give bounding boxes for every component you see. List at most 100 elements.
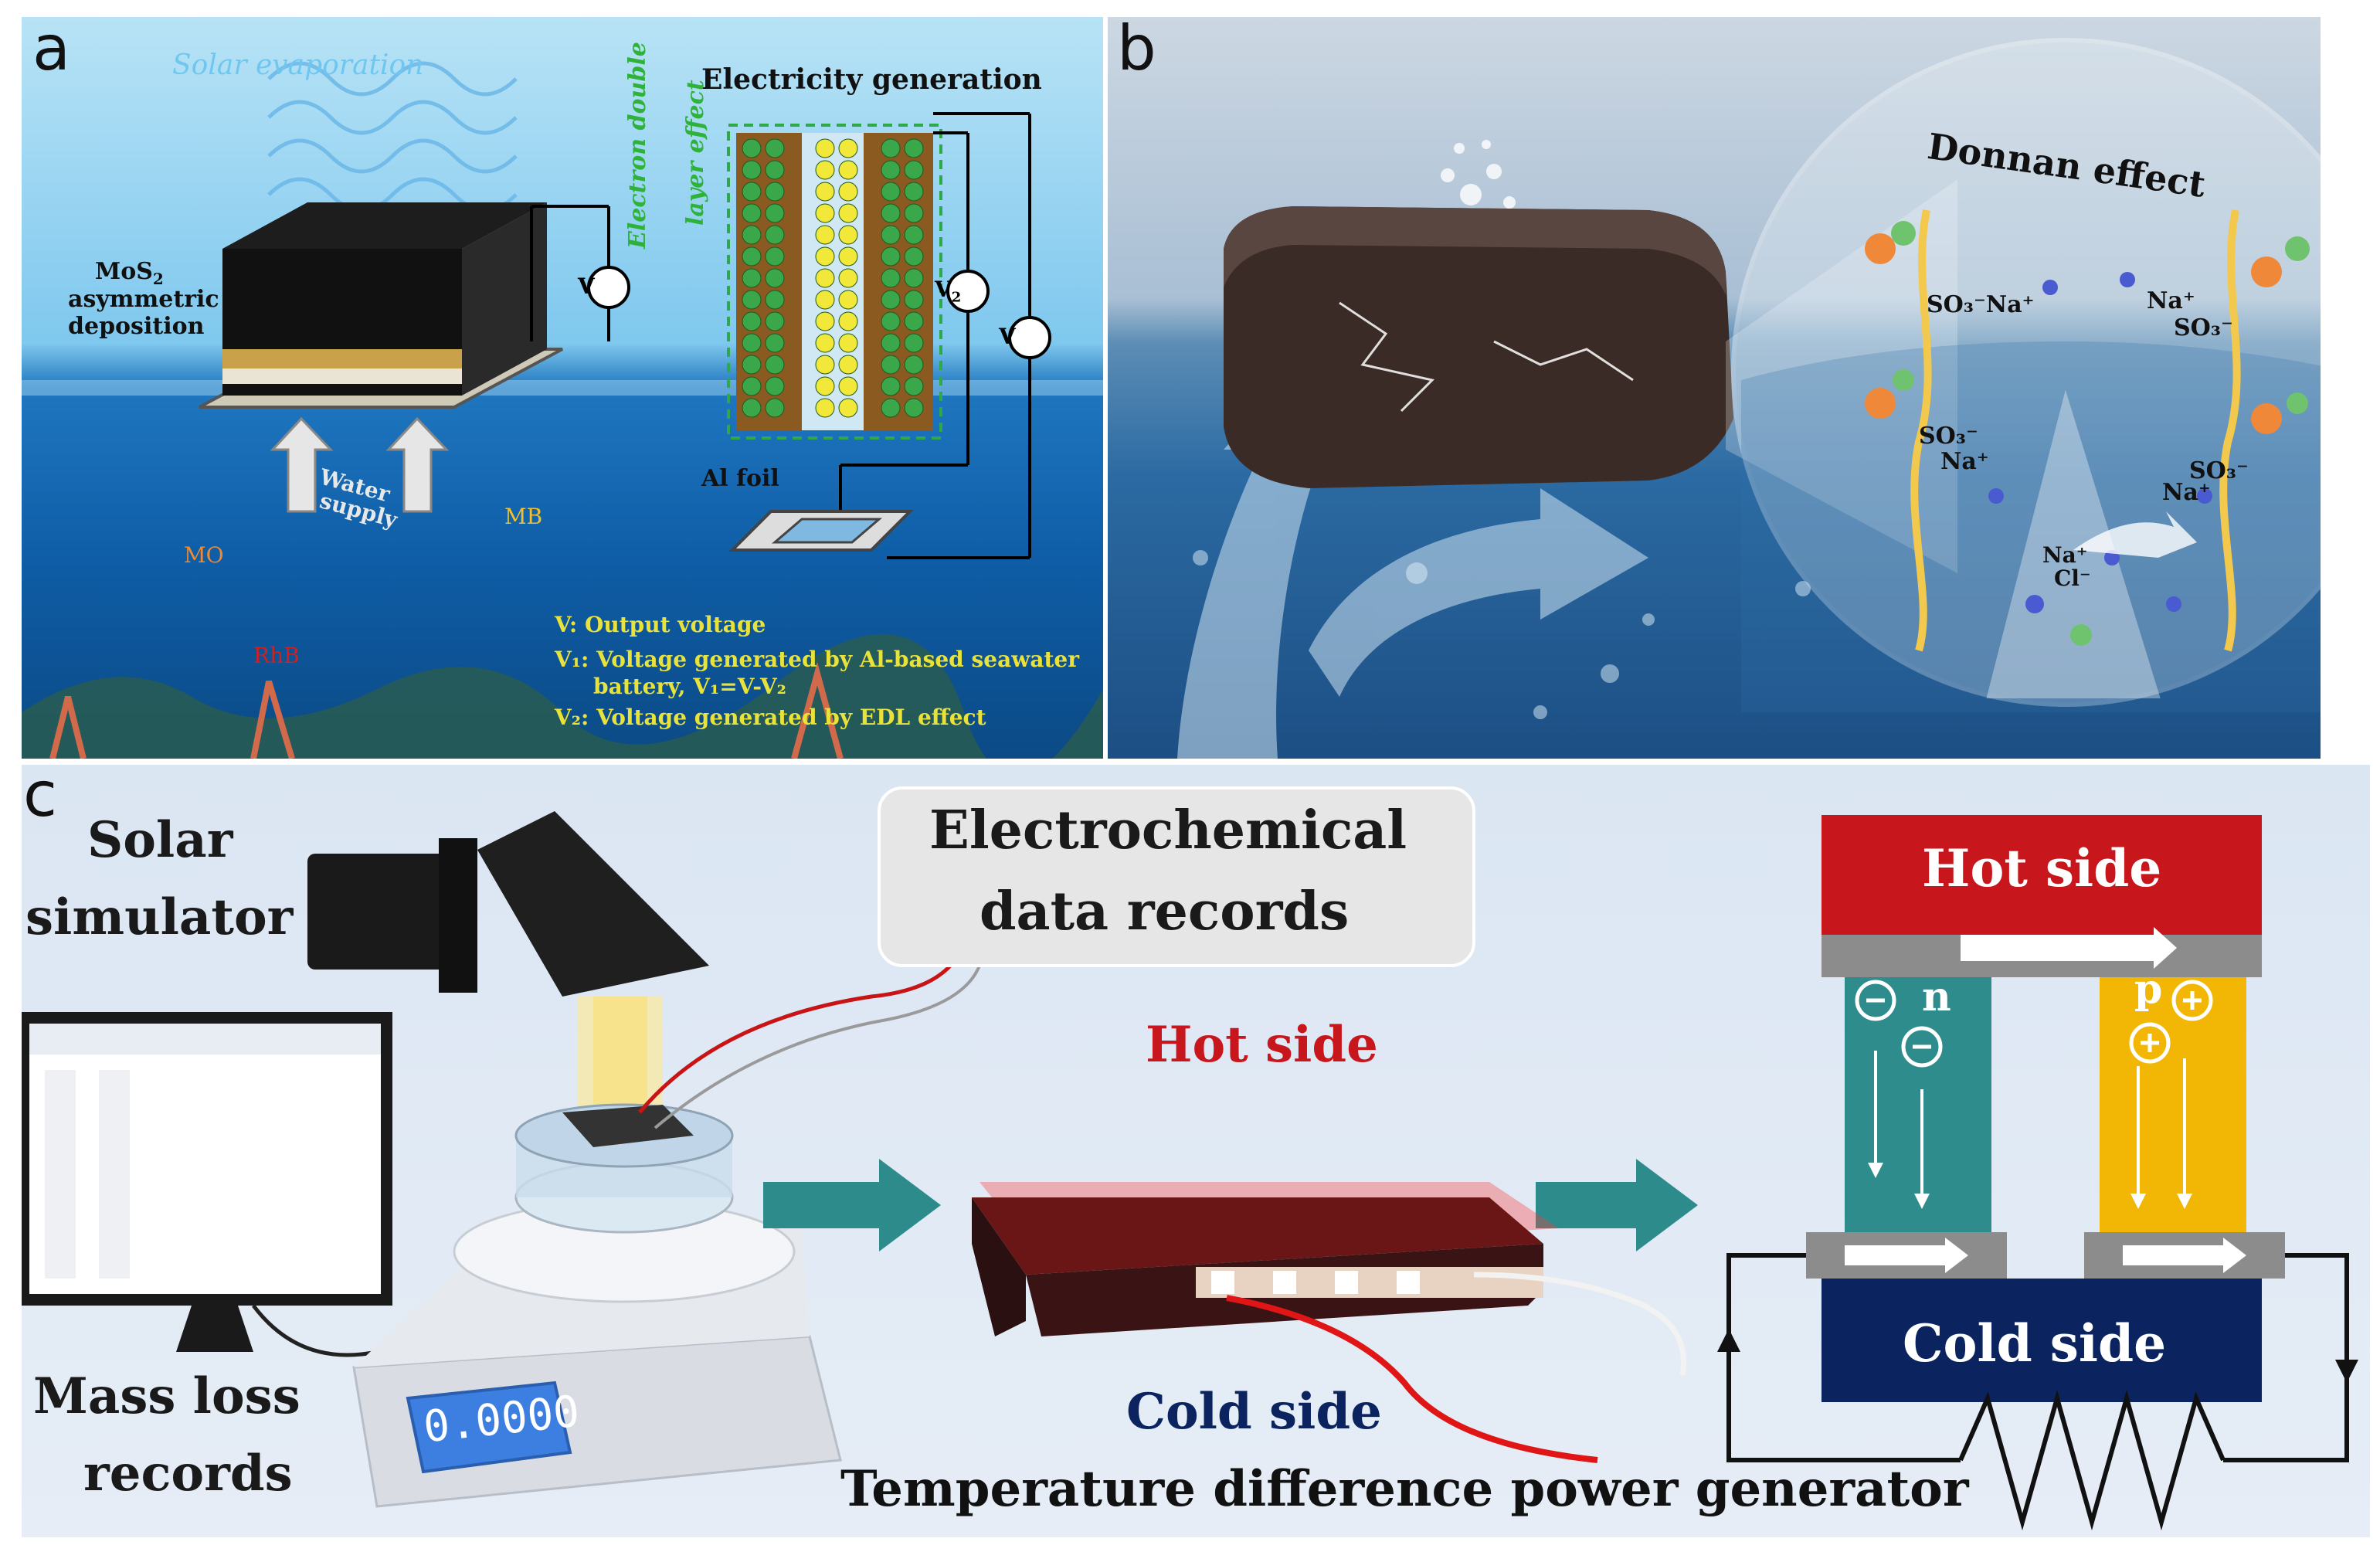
thermoelectric-module: [1717, 815, 2358, 1531]
edl-particle: [765, 246, 785, 267]
rhb-label: RhB: [253, 643, 300, 668]
edl-particle: [815, 182, 835, 202]
edl-particle: [815, 225, 835, 245]
edl-particle: [742, 398, 762, 418]
panel-a-illustration: [22, 61, 1103, 759]
edl-particle: [838, 268, 858, 288]
al-foil-label: Al foil: [701, 465, 779, 492]
edl-particle: [765, 203, 785, 223]
edl-particle: [765, 398, 785, 418]
edl-particle: [765, 355, 785, 375]
edl-particle: [881, 355, 901, 375]
edl-particle: [815, 376, 835, 396]
so3-right-label: SO₃⁻: [2174, 314, 2233, 341]
edl-label-line1: Electron double: [624, 42, 651, 249]
edl-particle: [815, 333, 835, 353]
edl-particle: [742, 333, 762, 353]
edl-particle: [765, 160, 785, 180]
edl-particle: [904, 138, 924, 158]
electrochemical-box: [878, 786, 1475, 967]
edl-particle: [838, 225, 858, 245]
voltmeter-v-right-icon: [1008, 316, 1051, 359]
vapor-burst: [1441, 140, 1516, 209]
panel-b-illustration: [1177, 38, 2321, 759]
solar-evaporation-label: Solar evaporation: [172, 49, 424, 81]
edl-particle: [815, 268, 835, 288]
edl-particle: [904, 182, 924, 202]
edl-particle: [838, 182, 858, 202]
edl-particle: [742, 182, 762, 202]
na-left-mid-label: Na⁺: [1940, 448, 1989, 475]
electrochemical-line2: data records: [980, 881, 1350, 942]
edl-particle: [742, 290, 762, 310]
hot-side-label: Hot side: [1146, 1016, 1378, 1074]
edl-particle: [765, 225, 785, 245]
generator-title: Temperature difference power generator: [840, 1460, 1969, 1518]
edl-particle: [904, 268, 924, 288]
solar-simulator-line2: simulator: [25, 888, 294, 946]
edl-particle: [904, 290, 924, 310]
voltmeter-v2-icon: [839, 112, 1031, 559]
edl-particle: [815, 311, 835, 331]
p-leg-label: p: [2134, 966, 2163, 1013]
na-right-mid-label: Na⁺: [2162, 479, 2211, 506]
thermoelectric-plate: [972, 1182, 1686, 1463]
mass-loss-line2: records: [83, 1445, 293, 1503]
edl-particle: [742, 311, 762, 331]
edl-particle: [765, 311, 785, 331]
computer-monitor: [22, 1012, 392, 1357]
edl-particle: [765, 376, 785, 396]
panel-a: a Solar evaporation Electricity generati…: [22, 17, 1103, 759]
electricity-generation-label: Electricity generation: [701, 63, 1042, 96]
mass-balance: [352, 1103, 842, 1508]
electrochemical-line1: Electrochemical: [929, 800, 1407, 861]
edl-particle: [815, 138, 835, 158]
edl-particle: [881, 311, 901, 331]
mo-label: MO: [184, 542, 224, 568]
edl-particle: [838, 311, 858, 331]
edl-particle: [838, 376, 858, 396]
edl-particle: [904, 333, 924, 353]
flow-arrows: [763, 1159, 1698, 1251]
edl-particle: [881, 160, 901, 180]
edl-particle: [815, 160, 835, 180]
thermo-hot-label: Hot side: [1922, 838, 2162, 898]
edl-particle: [838, 355, 858, 375]
edl-particle: [904, 203, 924, 223]
edl-particle: [904, 398, 924, 418]
n-leg-label: n: [1922, 973, 1951, 1021]
so3-left-mid-label: SO₃⁻: [1919, 423, 1978, 450]
cl-center-label: Cl⁻: [2054, 565, 2091, 591]
al-foil: [728, 510, 914, 552]
edl-particle: [815, 246, 835, 267]
edl-particle: [742, 355, 762, 375]
edl-particle: [881, 290, 901, 310]
edl-particle: [881, 182, 901, 202]
edl-particle: [838, 290, 858, 310]
edl-particle: [838, 398, 858, 418]
edl-particle: [742, 268, 762, 288]
panel-a-label: a: [32, 17, 71, 84]
edl-particle: [881, 225, 901, 245]
na-center-label: Na⁺: [2042, 542, 2088, 568]
edl-particle: [815, 290, 835, 310]
mos2-label: MoS2: [95, 258, 164, 288]
thermo-cold-label: Cold side: [1903, 1313, 2167, 1374]
edl-particle: [838, 246, 858, 267]
edl-particle: [881, 138, 901, 158]
edl-particle: [881, 203, 901, 223]
edl-particle: [742, 225, 762, 245]
edl-particle: [765, 182, 785, 202]
voltmeter-v2-label: V2: [935, 277, 962, 306]
edl-particle: [815, 203, 835, 223]
evaporator-stack: [199, 202, 563, 409]
legend-v1-line1: V₁: Voltage generated by Al-based seawat…: [555, 647, 1079, 672]
edl-particle: [881, 333, 901, 353]
edl-particle: [765, 138, 785, 158]
edl-particle: [815, 398, 835, 418]
edl-particle: [742, 203, 762, 223]
so3na-left-label: SO₃⁻Na⁺: [1927, 291, 2035, 318]
edl-particle: [904, 160, 924, 180]
edl-particle: [838, 333, 858, 353]
mb-label: MB: [504, 504, 543, 529]
